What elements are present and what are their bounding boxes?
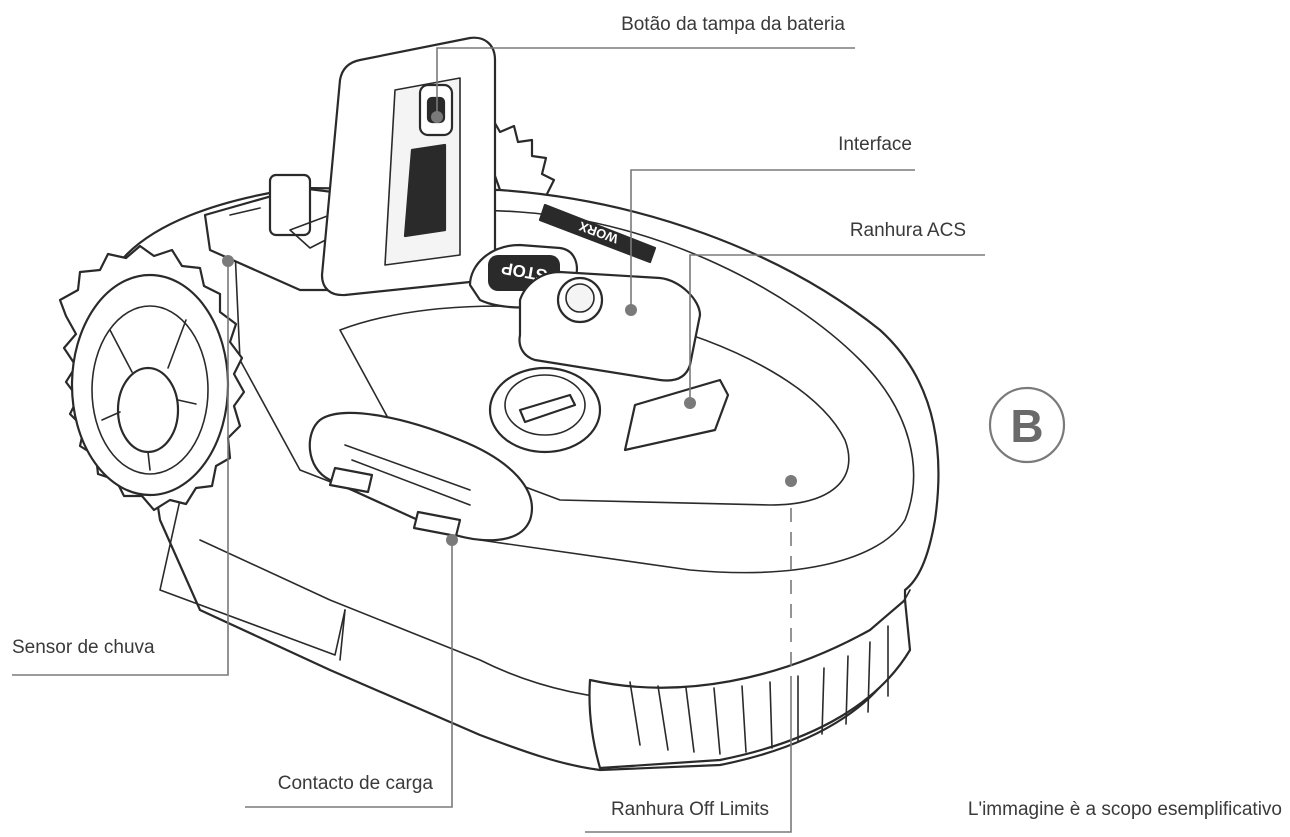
interface-panel bbox=[518, 270, 702, 382]
battery-cover bbox=[320, 36, 497, 297]
acs-slot-shape bbox=[623, 378, 730, 452]
label-acs-slot: Ranhura ACS bbox=[850, 220, 966, 241]
height-knob bbox=[488, 366, 602, 454]
label-off-limits-slot: Ranhura Off Limits bbox=[611, 799, 769, 820]
label-rain-sensor: Sensor de chuva bbox=[12, 637, 155, 658]
section-badge: B bbox=[988, 386, 1066, 464]
label-interface: Interface bbox=[838, 134, 912, 155]
robot-mower-illustration: STOP WORX bbox=[58, 36, 940, 772]
callout-lines bbox=[12, 47, 985, 833]
label-charging-contact: Contacto de carga bbox=[278, 773, 434, 794]
label-battery-cover-button: Botão da tampa da bateria bbox=[621, 14, 845, 35]
disclaimer-text: L'immagine è a scopo esemplificativo bbox=[968, 799, 1282, 820]
section-badge-letter: B bbox=[1010, 400, 1043, 452]
front-wheel bbox=[58, 244, 246, 512]
labels: Botão da tampa da bateria Interface Ranh… bbox=[12, 14, 1282, 820]
charging-contacts-shape bbox=[308, 411, 533, 542]
